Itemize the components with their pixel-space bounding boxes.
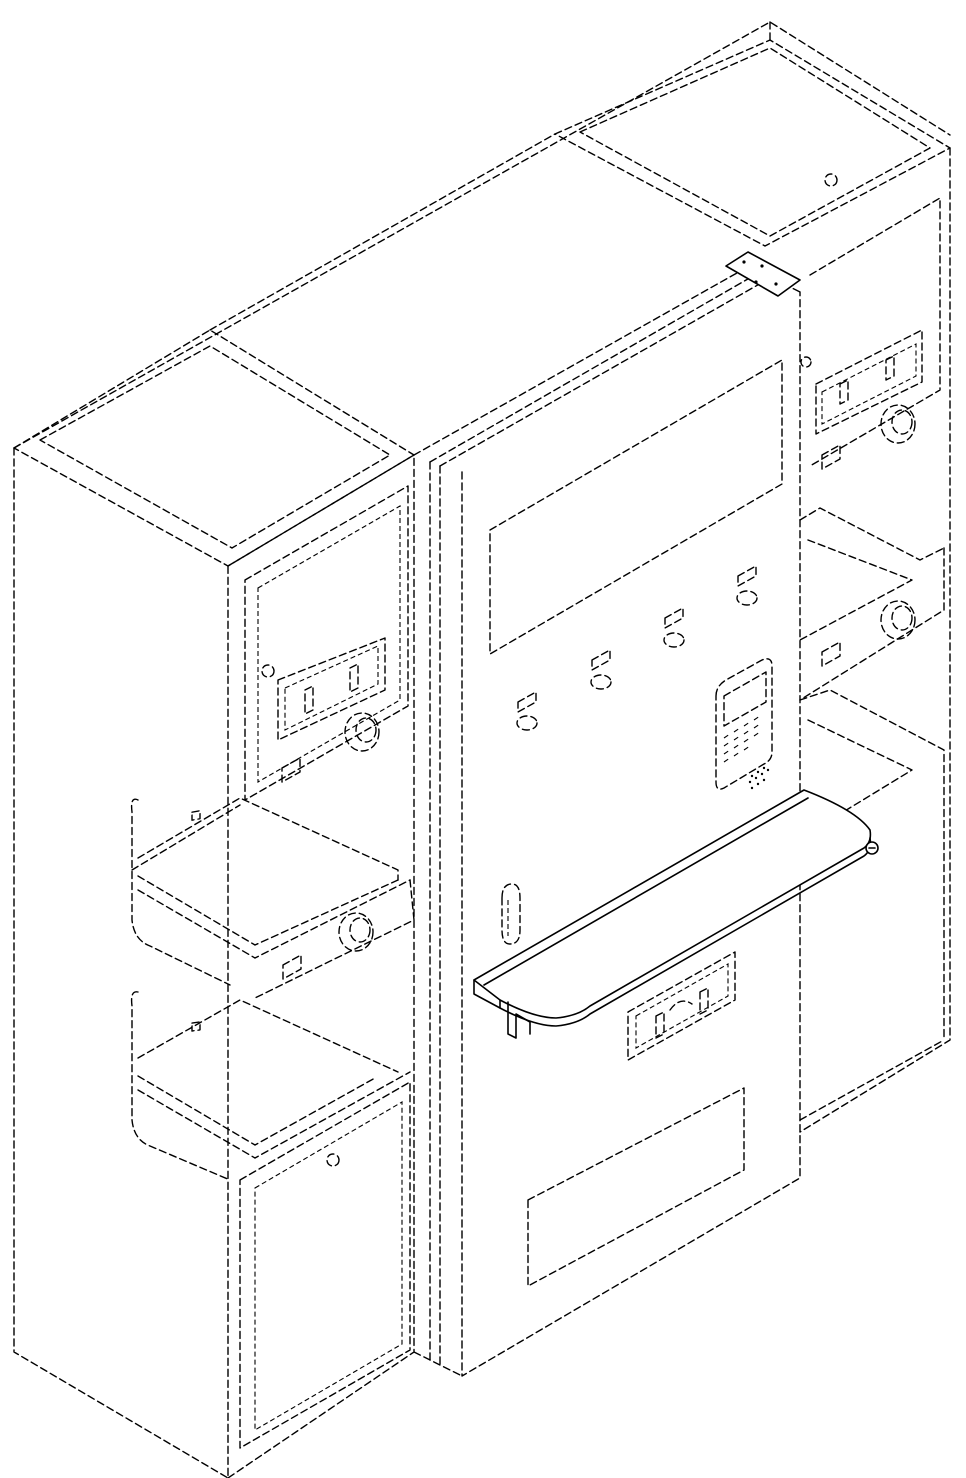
right-cabinet-lid (579, 47, 931, 237)
keypad-terminal (715, 658, 773, 790)
side-latch (501, 883, 521, 945)
left-upper-screw (261, 664, 275, 678)
lower-slot-panel (627, 951, 736, 1061)
left-cabinet-lid (39, 345, 391, 549)
left-tray-upper (130, 797, 415, 999)
speaker-grille (748, 766, 770, 790)
kiosk-buttons (516, 565, 758, 731)
shelf-bracket (507, 1001, 531, 1039)
kiosk-lower-window (527, 1087, 745, 1287)
left-upper-door (244, 485, 409, 801)
right-cabinet (554, 39, 951, 1133)
left-cabinet (13, 329, 415, 1478)
left-tray-lower (130, 991, 411, 1181)
left-lower-door (239, 1081, 411, 1449)
right-upper-door (809, 197, 941, 467)
mounting-plate (725, 251, 801, 297)
back-wall-outline (13, 21, 951, 449)
left-lower-screw (326, 1153, 340, 1167)
left-upper-knob (344, 712, 380, 752)
left-upper-slot-panel (277, 637, 386, 741)
central-kiosk (413, 251, 801, 1377)
shelf-top (473, 789, 872, 1019)
kiosk-display (489, 359, 783, 655)
shelf (473, 789, 879, 1039)
